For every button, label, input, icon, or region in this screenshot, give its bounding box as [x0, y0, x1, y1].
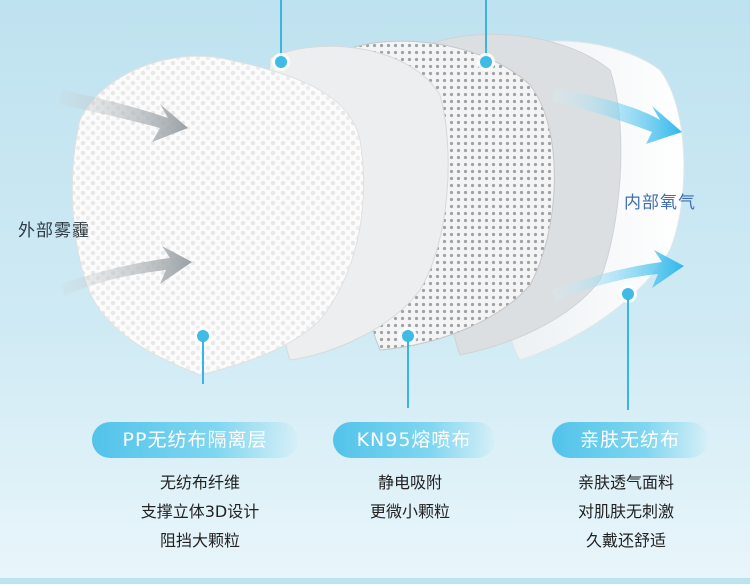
oxygen-arrow-top: [552, 88, 682, 144]
connector-line-skin: [627, 298, 629, 410]
bottom-band: [0, 578, 750, 584]
inside-oxygen-label: 内部氧气: [624, 193, 696, 213]
connector-top-2: [485, 0, 487, 60]
connector-dot-skin: [622, 288, 634, 300]
pp-desc-line-2: 支撑立体3D设计: [140, 502, 260, 521]
connector-dot-kn95: [402, 330, 414, 342]
connector-line-kn95: [407, 340, 409, 408]
outside-haze-label: 外部雾霾: [18, 221, 90, 241]
pp-layer-description: 无纺布纤维 支撑立体3D设计 阻挡大颗粒: [110, 468, 290, 555]
kn95-layer-description: 静电吸附 更微小颗粒: [330, 468, 490, 526]
connector-dot-top-2: [480, 56, 492, 68]
pp-desc-line-1: 无纺布纤维: [159, 473, 240, 492]
kn95-desc-line-2: 更微小颗粒: [369, 502, 450, 521]
connector-dot-pp: [197, 330, 209, 342]
kn95-layer-title: KN95熔喷布: [333, 422, 495, 458]
oxygen-arrow-bottom: [552, 250, 684, 302]
mask-layers-svg: [58, 33, 685, 376]
connector-line-pp: [202, 340, 204, 384]
mask-layers-illustration: [58, 33, 685, 376]
kn95-desc-line-1: 静电吸附: [377, 473, 442, 492]
connector-dot-top-1: [275, 56, 287, 68]
connector-top-1: [280, 0, 282, 60]
haze-arrow-top: [58, 90, 188, 142]
skin-desc-line-2: 对肌肤无刺激: [577, 502, 674, 521]
skin-layer-title: 亲肤无纺布: [552, 422, 708, 458]
pp-desc-line-3: 阻挡大颗粒: [159, 531, 240, 550]
skin-desc-line-3: 久戴还舒适: [585, 531, 666, 550]
skin-layer-description: 亲肤透气面料 对肌肤无刺激 久戴还舒适: [546, 468, 706, 555]
pp-layer-title: PP无纺布隔离层: [92, 422, 298, 458]
haze-arrow-bottom: [62, 246, 192, 296]
skin-desc-line-1: 亲肤透气面料: [577, 473, 674, 492]
